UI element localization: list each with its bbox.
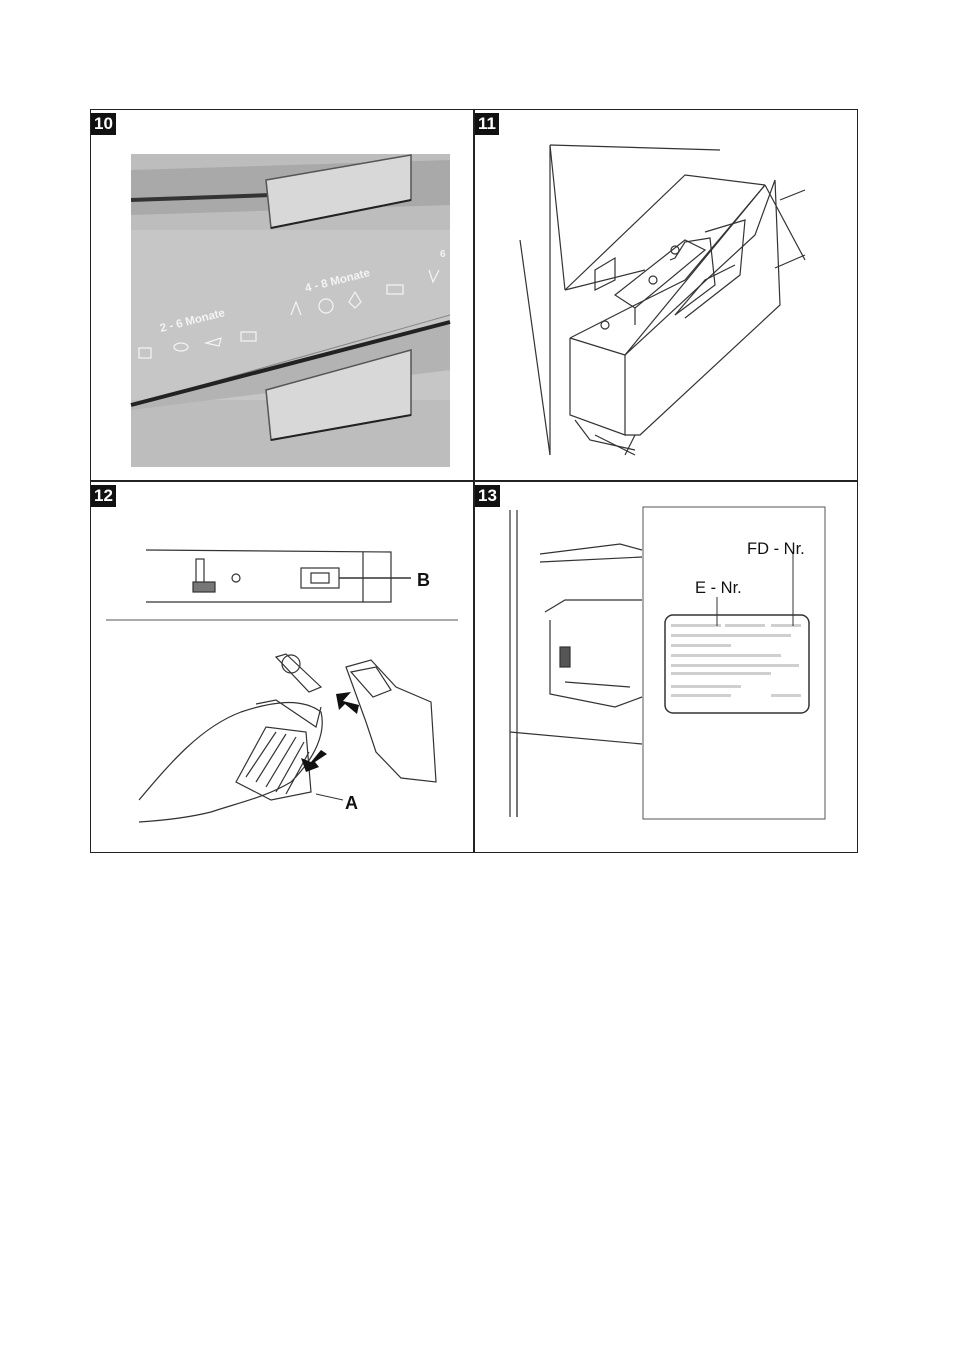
rating-plate-illustration: FD - Nr. E - Nr. [475, 482, 857, 852]
open-drawer-illustration [475, 110, 857, 479]
figure-13: FD - Nr. E - Nr. 13 [475, 482, 857, 852]
figure-10: 2 - 6 Monate 4 - 8 Monate 6 10 [91, 110, 472, 479]
figure-number-11: 11 [475, 113, 499, 135]
callout-b: B [417, 570, 430, 590]
figure-number-13: 13 [475, 485, 500, 507]
figure-12: B A 12 [91, 482, 472, 852]
callout-fd-nr: FD - Nr. [747, 540, 805, 558]
figure-number-12: 12 [91, 485, 116, 507]
freezer-drawer-illustration: 2 - 6 Monate 4 - 8 Monate 6 [91, 110, 472, 479]
filter-cleaning-illustration: B A [91, 482, 472, 852]
figure-number-10: 10 [91, 113, 116, 135]
label-6: 6 [440, 249, 446, 260]
callout-a: A [345, 793, 358, 813]
figure-11: 11 [475, 110, 857, 479]
callout-e-nr: E - Nr. [695, 579, 742, 597]
